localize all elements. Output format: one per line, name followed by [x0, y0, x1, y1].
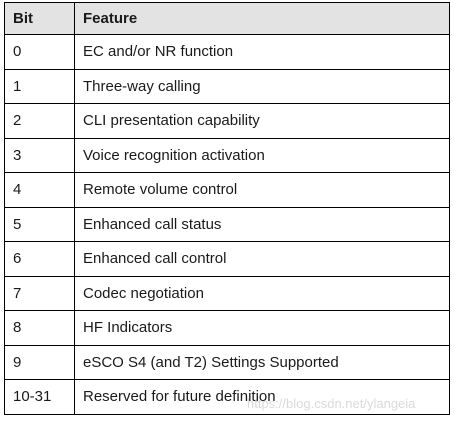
feature-cell: Remote volume control: [74, 172, 450, 208]
table-body: 0 EC and/or NR function 1 Three-way call…: [4, 34, 450, 415]
table-row: 7 Codec negotiation: [4, 275, 450, 311]
table-row: 3 Voice recognition activation: [4, 137, 450, 173]
header-feature: Feature: [74, 2, 450, 35]
feature-cell: Enhanced call control: [74, 241, 450, 277]
bit-cell: 8: [4, 310, 75, 346]
feature-cell: Enhanced call status: [74, 206, 450, 242]
feature-cell: CLI presentation capability: [74, 103, 450, 139]
table-header: Bit Feature: [4, 2, 450, 35]
bit-cell: 0: [4, 34, 75, 70]
table-row: 4 Remote volume control: [4, 172, 450, 208]
table-row: 10-31 Reserved for future definition: [4, 379, 450, 415]
bit-cell: 9: [4, 344, 75, 380]
bit-cell: 5: [4, 206, 75, 242]
table-row: 5 Enhanced call status: [4, 206, 450, 242]
feature-cell: HF Indicators: [74, 310, 450, 346]
header-row: Bit Feature: [4, 2, 450, 35]
bit-cell: 1: [4, 68, 75, 104]
bit-cell: 6: [4, 241, 75, 277]
bit-cell: 7: [4, 275, 75, 311]
table-row: 1 Three-way calling: [4, 68, 450, 104]
table-row: 9 eSCO S4 (and T2) Settings Supported: [4, 344, 450, 380]
feature-bits-table: Bit Feature 0 EC and/or NR function 1 Th…: [4, 2, 450, 415]
bit-cell: 4: [4, 172, 75, 208]
feature-cell: Codec negotiation: [74, 275, 450, 311]
table-row: 2 CLI presentation capability: [4, 103, 450, 139]
table-row: 0 EC and/or NR function: [4, 34, 450, 70]
bit-cell: 3: [4, 137, 75, 173]
table-row: 8 HF Indicators: [4, 310, 450, 346]
feature-cell: EC and/or NR function: [74, 34, 450, 70]
header-bit: Bit: [4, 2, 75, 35]
feature-cell: Reserved for future definition: [74, 379, 450, 415]
feature-cell: Voice recognition activation: [74, 137, 450, 173]
bit-cell: 10-31: [4, 379, 75, 415]
table-row: 6 Enhanced call control: [4, 241, 450, 277]
feature-cell: Three-way calling: [74, 68, 450, 104]
bit-cell: 2: [4, 103, 75, 139]
feature-cell: eSCO S4 (and T2) Settings Supported: [74, 344, 450, 380]
